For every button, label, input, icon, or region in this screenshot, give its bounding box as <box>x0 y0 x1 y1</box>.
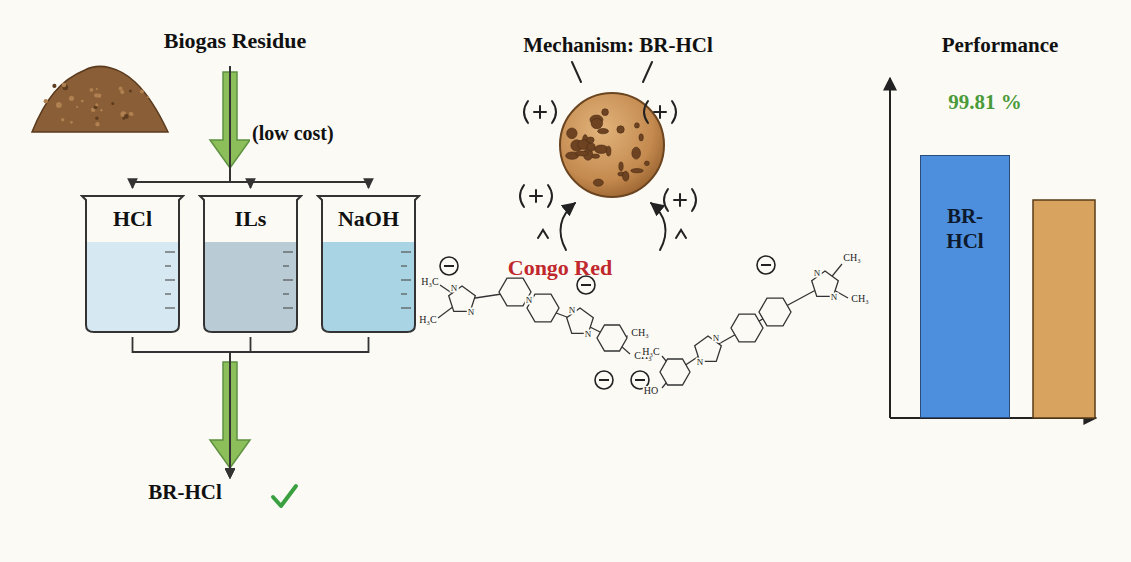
chem-group: H₃C <box>418 315 437 325</box>
bar-label: BR-HCl <box>937 204 993 254</box>
connector-line <box>133 337 231 478</box>
node-label: BR-HCl <box>125 480 245 505</box>
bar-chart-axes <box>890 78 1096 418</box>
atom-label: N <box>450 284 459 293</box>
atom-label: N <box>696 358 705 367</box>
reagent-beaker: HCl <box>80 190 185 335</box>
flow-connector <box>133 337 231 478</box>
flow-connector <box>230 66 251 188</box>
reagent-beaker: ILs <box>198 190 303 335</box>
connector-line <box>230 337 251 478</box>
removal-value: 99.81 % <box>947 92 1023 113</box>
flow-connector <box>230 337 251 478</box>
chem-group: CH₃ <box>842 253 861 263</box>
chem-group: CH₃ <box>630 328 649 338</box>
adsorbent-particle <box>560 93 664 197</box>
section-heading: Mechanism: BR-HCl <box>522 35 714 56</box>
chem-group: H₃C <box>641 347 660 357</box>
chem-group: H₃C <box>420 277 439 287</box>
node-label: ILs <box>198 206 303 232</box>
atom-label: N <box>830 293 839 302</box>
reagent-beaker: NaOH <box>316 190 421 335</box>
dye-name: Congo Red <box>507 257 614 279</box>
connector-line <box>230 66 251 188</box>
positive-charge <box>520 101 696 211</box>
section-heading: Biogas Residue <box>140 28 330 64</box>
atom-label: N <box>813 269 822 278</box>
flow-connector <box>230 337 369 478</box>
edge-label: (low cost) <box>250 122 336 145</box>
flow-connector <box>133 66 231 188</box>
connector-line <box>133 66 231 188</box>
pores <box>566 109 650 186</box>
flow-connector <box>230 66 369 188</box>
atom-label: N <box>712 334 721 343</box>
result-bar: BR-HCl <box>920 155 1010 418</box>
soil-pile <box>32 66 168 132</box>
check-mark <box>273 486 296 506</box>
atom-label: N <box>467 308 476 317</box>
comparison-bar <box>1033 200 1095 418</box>
atom-label: N <box>525 296 534 305</box>
node-label: Biogas Residue <box>140 28 330 54</box>
negative-charge <box>440 256 775 389</box>
connector-line <box>230 337 369 478</box>
congo-red-molecule <box>438 264 848 388</box>
product-label: BR-HCl <box>125 480 245 516</box>
soil-texture <box>44 83 149 127</box>
atom-label: N <box>568 306 577 315</box>
chem-group: CH₃ <box>850 294 869 304</box>
node-label: NaOH <box>316 206 421 232</box>
section-heading: Performance <box>941 35 1060 56</box>
chem-group: HO <box>643 386 659 396</box>
motion-lines <box>538 62 686 250</box>
atom-label: N <box>584 330 593 339</box>
connector-line <box>230 66 369 188</box>
node-label: HCl <box>80 206 185 232</box>
